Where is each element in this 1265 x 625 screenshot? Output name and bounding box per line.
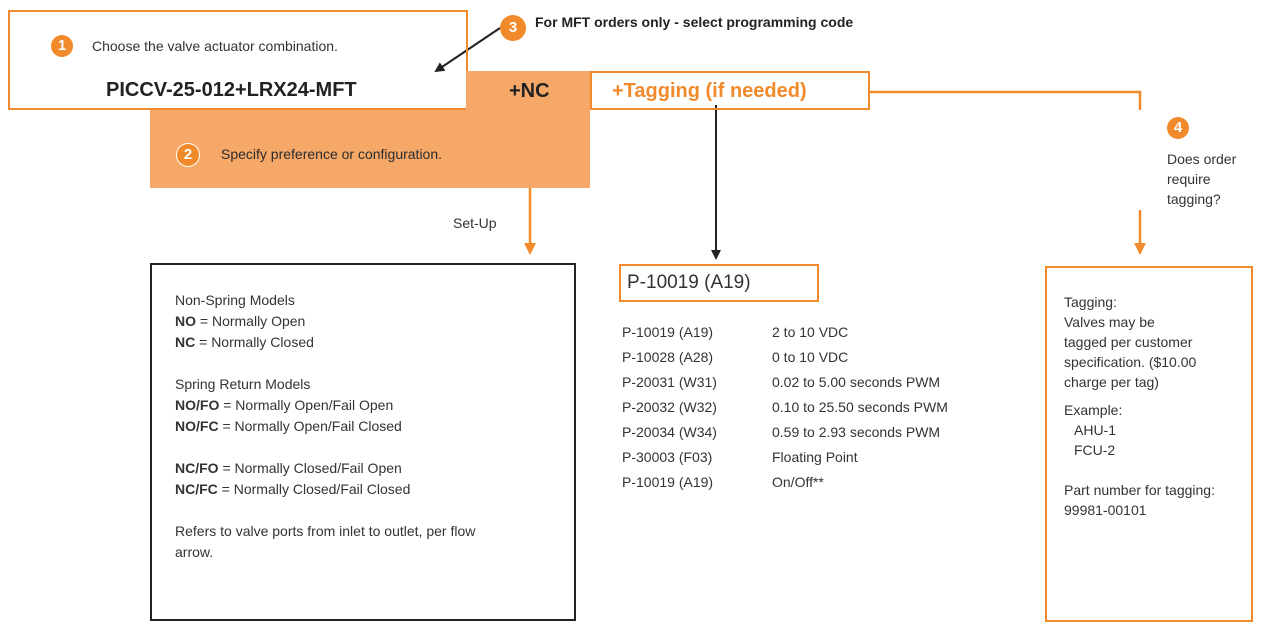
tagging-option: +Tagging (if needed) bbox=[612, 80, 807, 102]
step4-badge: 4 bbox=[1167, 117, 1189, 139]
code: P-10028 (A28) bbox=[622, 349, 714, 365]
code-desc: Floating Point bbox=[772, 449, 858, 465]
tagging-option-box bbox=[590, 71, 870, 110]
desc: = Normally Open/Fail Open bbox=[219, 397, 394, 413]
desc: = Normally Open/Fail Closed bbox=[218, 418, 402, 434]
step4-question: Does order require tagging? bbox=[1167, 149, 1236, 209]
abbr: NO bbox=[175, 313, 196, 329]
step2-badge: 2 bbox=[176, 143, 200, 167]
nc-option-box bbox=[466, 71, 590, 110]
code: P-20034 (W34) bbox=[622, 424, 717, 440]
tagging-desc: tagged per customer bbox=[1064, 334, 1193, 350]
example-item: FCU-2 bbox=[1074, 442, 1116, 458]
config-content: Non-Spring Models NO = Normally Open NC … bbox=[175, 290, 475, 563]
part-number: PICCV-25-012+LRX24-MFT bbox=[106, 79, 357, 101]
code-desc: On/Off** bbox=[772, 474, 824, 490]
abbr: NC/FC bbox=[175, 481, 218, 497]
desc: = Normally Closed/Fail Open bbox=[218, 460, 402, 476]
code-desc: 0.10 to 25.50 seconds PWM bbox=[772, 399, 948, 415]
code-row: P-20032 (W32) 0.10 to 25.50 seconds PWM bbox=[622, 395, 948, 420]
code-row: P-10019 (A19) 2 to 10 VDC bbox=[622, 320, 948, 345]
step4-line: require bbox=[1167, 171, 1211, 187]
tagging-part-number: 99981-00101 bbox=[1064, 502, 1147, 518]
code-row: P-30003 (F03) Floating Point bbox=[622, 445, 948, 470]
example-item: AHU-1 bbox=[1074, 422, 1117, 438]
tagging-desc: Valves may be bbox=[1064, 314, 1155, 330]
config-ncfo: NC/FO = Normally Closed/Fail Open bbox=[175, 458, 475, 479]
config-ncfc: NC/FC = Normally Closed/Fail Closed bbox=[175, 479, 475, 500]
step2-label: Specify preference or configuration. bbox=[221, 146, 443, 162]
code-row: P-10028 (A28) 0 to 10 VDC bbox=[622, 345, 948, 370]
desc: = Normally Closed bbox=[195, 334, 314, 350]
code: P-10019 (A19) bbox=[622, 474, 714, 490]
code-row: P-20031 (W31) 0.02 to 5.00 seconds PWM bbox=[622, 370, 948, 395]
example-title: Example: bbox=[1064, 402, 1123, 418]
nc-option: +NC bbox=[509, 80, 550, 102]
code-row: P-20034 (W34) 0.59 to 2.93 seconds PWM bbox=[622, 420, 948, 445]
tagging-title: Tagging: bbox=[1064, 294, 1117, 310]
code-desc: 0.02 to 5.00 seconds PWM bbox=[772, 374, 941, 390]
tagging-part-label: Part number for tagging: bbox=[1064, 482, 1215, 498]
step3-label: For MFT orders only - select programming… bbox=[535, 14, 854, 30]
step3-badge: 3 bbox=[500, 15, 526, 41]
config-note: Refers to valve ports from inlet to outl… bbox=[175, 523, 476, 539]
spring-title: Spring Return Models bbox=[175, 376, 311, 392]
desc: = Normally Closed/Fail Closed bbox=[217, 481, 411, 497]
non-spring-title: Non-Spring Models bbox=[175, 292, 295, 308]
config-box bbox=[150, 263, 576, 621]
step1-box bbox=[8, 10, 468, 110]
code: P-20032 (W32) bbox=[622, 399, 717, 415]
desc: = Normally Open bbox=[196, 313, 306, 329]
tagging-content: Tagging: Valves may be tagged per custom… bbox=[1064, 292, 1215, 520]
setup-label: Set-Up bbox=[453, 215, 497, 231]
abbr: NO/FC bbox=[175, 418, 219, 434]
code-row: P-10019 (A19) On/Off** bbox=[622, 470, 948, 495]
step4-line: Does order bbox=[1167, 151, 1237, 167]
selected-code: P-10019 (A19) bbox=[627, 272, 751, 293]
step1-badge: 1 bbox=[51, 35, 73, 57]
abbr: NC/FO bbox=[175, 460, 219, 476]
code-desc: 0.59 to 2.93 seconds PWM bbox=[772, 424, 941, 440]
code: P-30003 (F03) bbox=[622, 449, 713, 465]
code-list: P-10019 (A19) 2 to 10 VDC P-10028 (A28) 0 … bbox=[622, 320, 948, 495]
abbr: NC bbox=[175, 334, 196, 350]
abbr: NO/FO bbox=[175, 397, 220, 413]
config-no: NO = Normally Open bbox=[175, 311, 475, 332]
config-nofc: NO/FC = Normally Open/Fail Closed bbox=[175, 416, 475, 437]
step1-label: Choose the valve actuator combination. bbox=[92, 38, 338, 54]
tagging-box bbox=[1045, 266, 1253, 622]
config-nc: NC = Normally Closed bbox=[175, 332, 475, 353]
code: P-20031 (W31) bbox=[622, 374, 717, 390]
tagging-desc: charge per tag) bbox=[1064, 374, 1159, 390]
config-note: arrow. bbox=[175, 544, 214, 560]
code: P-10019 (A19) bbox=[622, 324, 714, 340]
step4-line: tagging? bbox=[1167, 191, 1221, 207]
config-nofo: NO/FO = Normally Open/Fail Open bbox=[175, 395, 475, 416]
tagging-desc: specification. ($10.00 bbox=[1064, 354, 1197, 370]
code-desc: 2 to 10 VDC bbox=[772, 324, 849, 340]
code-desc: 0 to 10 VDC bbox=[772, 349, 849, 365]
step2-panel bbox=[150, 110, 590, 188]
selected-code-box bbox=[619, 264, 819, 302]
